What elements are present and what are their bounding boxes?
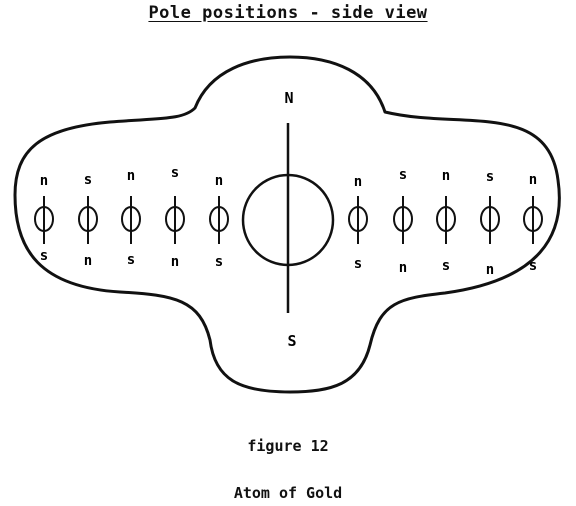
particle-bottom-pole-label: n [486,262,494,278]
particle-top-pole-label: n [529,172,537,188]
particle-group: n s s n n s s n n s n s s n n s s n n s [34,165,543,278]
particle-circle [78,206,98,232]
particle-bottom-pole-label: s [354,256,362,272]
particle-circle [393,206,413,232]
particle-bottom-pole-label: n [399,260,407,276]
particle-top-pole-label: n [127,168,135,184]
particle-top-pole-label: s [399,167,407,183]
particle-circle [34,206,54,232]
south-label: S [287,332,296,350]
north-label: N [284,89,293,107]
particle-bottom-pole-label: s [442,258,450,274]
particle-circle [523,206,543,232]
particle-bottom-pole-label: n [84,253,92,269]
particle-top-pole-label: s [486,169,494,185]
particle-circle [436,206,456,232]
atom-outline [13,55,561,394]
particle-circle [165,206,185,232]
particle-circle [480,206,500,232]
particle-top-pole-label: s [84,172,92,188]
particle-top-pole-label: n [40,173,48,189]
particle-bottom-pole-label: s [529,258,537,274]
particle-circle [348,206,368,232]
figure-label: figure 12 [247,437,329,455]
particle-circle [121,206,141,232]
particle-bottom-pole-label: s [127,252,135,268]
particle-bottom-pole-label: s [215,254,223,270]
particle-bottom-pole-label: n [171,254,179,270]
particle-top-pole-label: n [354,174,362,190]
particle-bottom-pole-label: s [40,248,48,264]
particle-top-pole-label: n [442,168,450,184]
particle-circle [209,206,229,232]
figure-caption: Atom of Gold [233,484,343,502]
particle-top-pole-label: s [171,165,179,181]
page-title: Pole positions - side view [148,3,428,23]
particle-top-pole-label: n [215,173,223,189]
